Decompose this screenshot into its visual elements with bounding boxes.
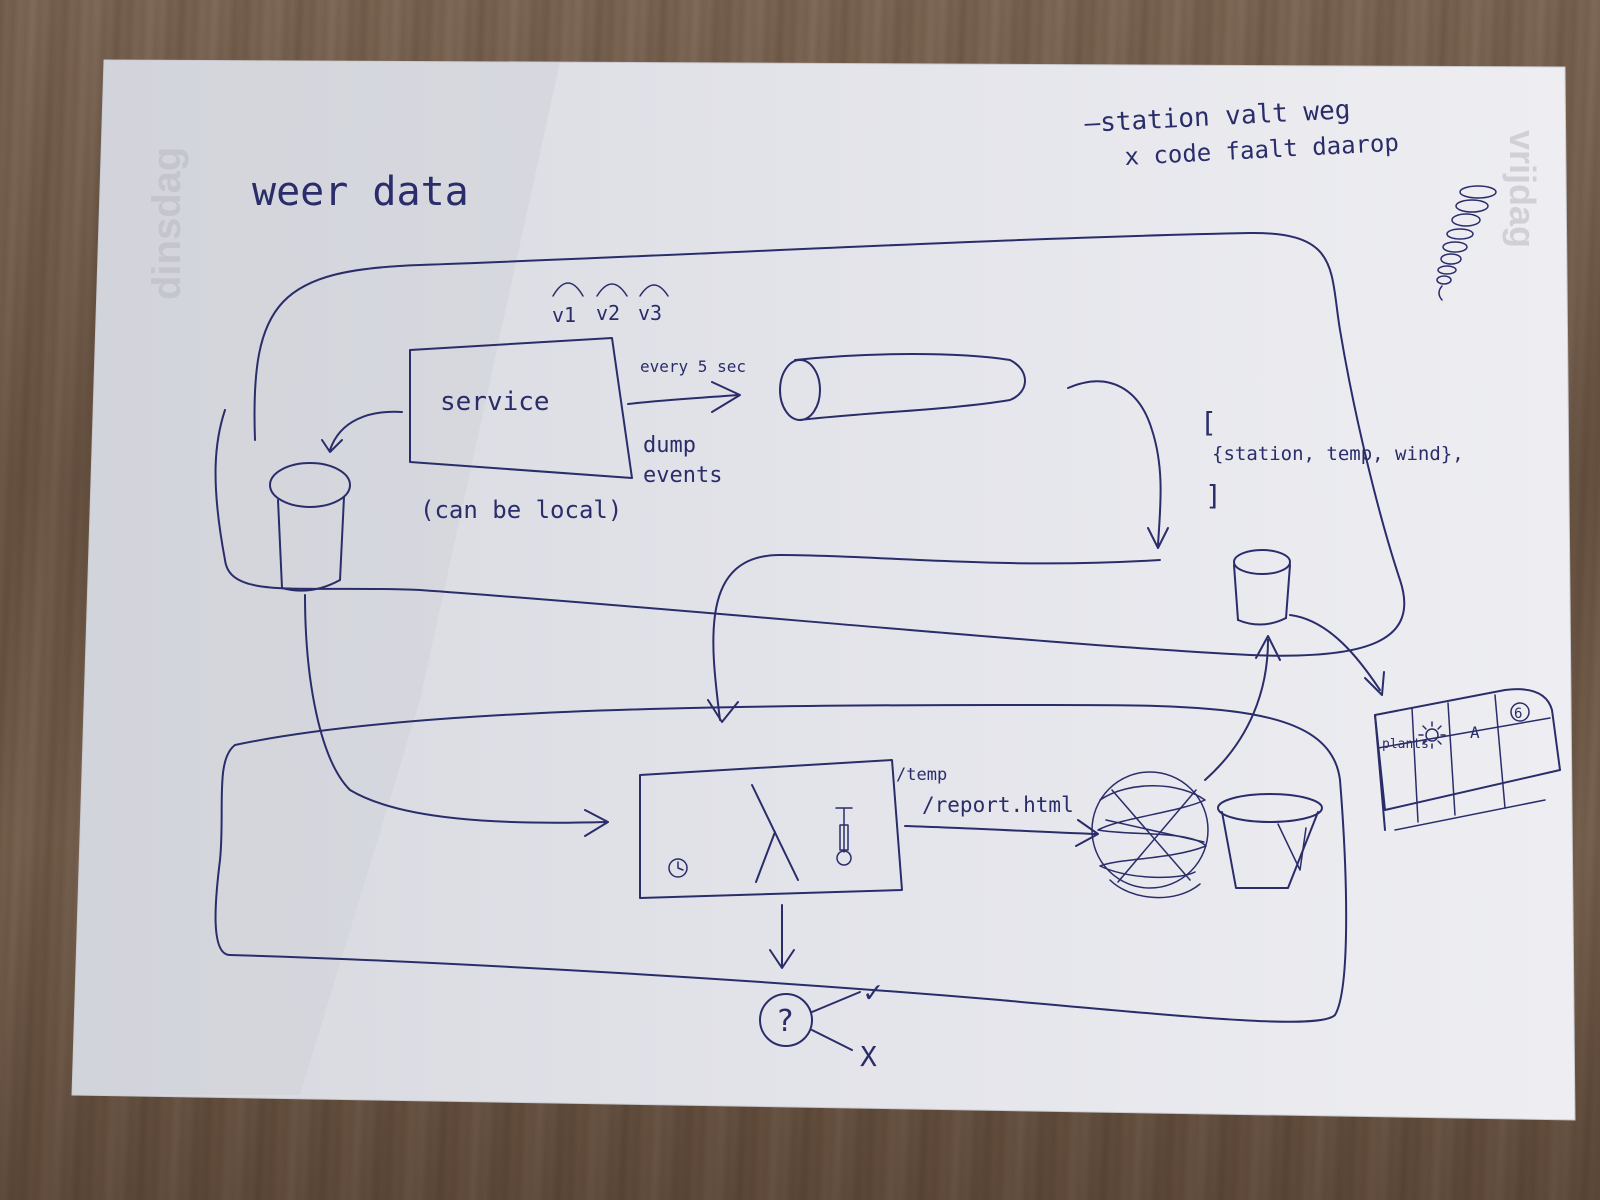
arrow-report-to-decision bbox=[769, 904, 795, 969]
table-cell-plants: plants bbox=[1382, 737, 1429, 752]
service-box bbox=[409, 337, 633, 479]
version-markers: v1 v2 v3 bbox=[552, 282, 669, 327]
decision-no: X bbox=[860, 1040, 877, 1073]
decision-branch-yes bbox=[811, 991, 861, 1013]
decision-symbol: ? bbox=[776, 1004, 794, 1039]
arrow-to-pipe bbox=[627, 381, 741, 413]
arrow-pipe-to-storage bbox=[1067, 380, 1169, 549]
upper-loop bbox=[214, 231, 1406, 657]
arrow-globe-to-storage bbox=[1204, 635, 1281, 781]
report-path-1: /temp bbox=[896, 765, 947, 785]
arrow-storage-to-table bbox=[1289, 614, 1385, 696]
report-box bbox=[639, 759, 903, 899]
paper bbox=[71, 59, 1576, 1121]
lower-loop bbox=[214, 703, 1348, 1023]
paper-shadow bbox=[72, 60, 560, 1095]
dump-label-1: dump bbox=[643, 433, 696, 458]
report-path-2: /report.html bbox=[922, 793, 1074, 817]
ghost-text-left: dinsdag bbox=[145, 147, 189, 300]
sun-icon bbox=[1418, 721, 1446, 749]
table-cell-a: A bbox=[1470, 723, 1480, 742]
tornado-icon bbox=[1436, 185, 1497, 301]
version-v3: v3 bbox=[638, 301, 662, 325]
svg-text:6: 6 bbox=[1514, 706, 1522, 722]
decision-yes: ✓ bbox=[864, 975, 882, 1010]
record-close-bracket: ] bbox=[1205, 479, 1222, 512]
dump-label-2: events bbox=[643, 463, 722, 488]
service-note: (can be local) bbox=[420, 496, 622, 524]
lambda-icon bbox=[751, 784, 799, 883]
storage-cylinder-icon bbox=[1233, 549, 1291, 626]
thermometer-icon bbox=[835, 807, 853, 866]
arrow-service-to-cylinder bbox=[321, 410, 403, 453]
pipe-icon bbox=[779, 353, 1026, 421]
decision-node: ? bbox=[759, 993, 813, 1047]
dashboard-table bbox=[1374, 688, 1561, 831]
globe-icon bbox=[1091, 771, 1209, 899]
ghost-text-right: vrijdag bbox=[1502, 130, 1543, 248]
clock-icon bbox=[668, 858, 688, 878]
arrow-report-to-globe bbox=[904, 819, 1099, 847]
bucket-icon bbox=[1217, 793, 1323, 889]
record-open-bracket: [ bbox=[1200, 406, 1217, 439]
arrow-cylinder-to-report bbox=[304, 594, 609, 837]
record-fields: {station, temp, wind}, bbox=[1212, 443, 1464, 465]
decision-branch-no bbox=[811, 1029, 853, 1051]
version-v2: v2 bbox=[596, 301, 620, 325]
page-title: weer data bbox=[252, 169, 469, 215]
arrow-to-report bbox=[707, 554, 1161, 723]
table-cell-b: 6 bbox=[1510, 702, 1530, 722]
service-label: service bbox=[440, 387, 550, 417]
version-v1: v1 bbox=[552, 303, 576, 327]
frequency-label: every 5 sec bbox=[640, 357, 746, 376]
cylinder-icon bbox=[269, 462, 351, 592]
